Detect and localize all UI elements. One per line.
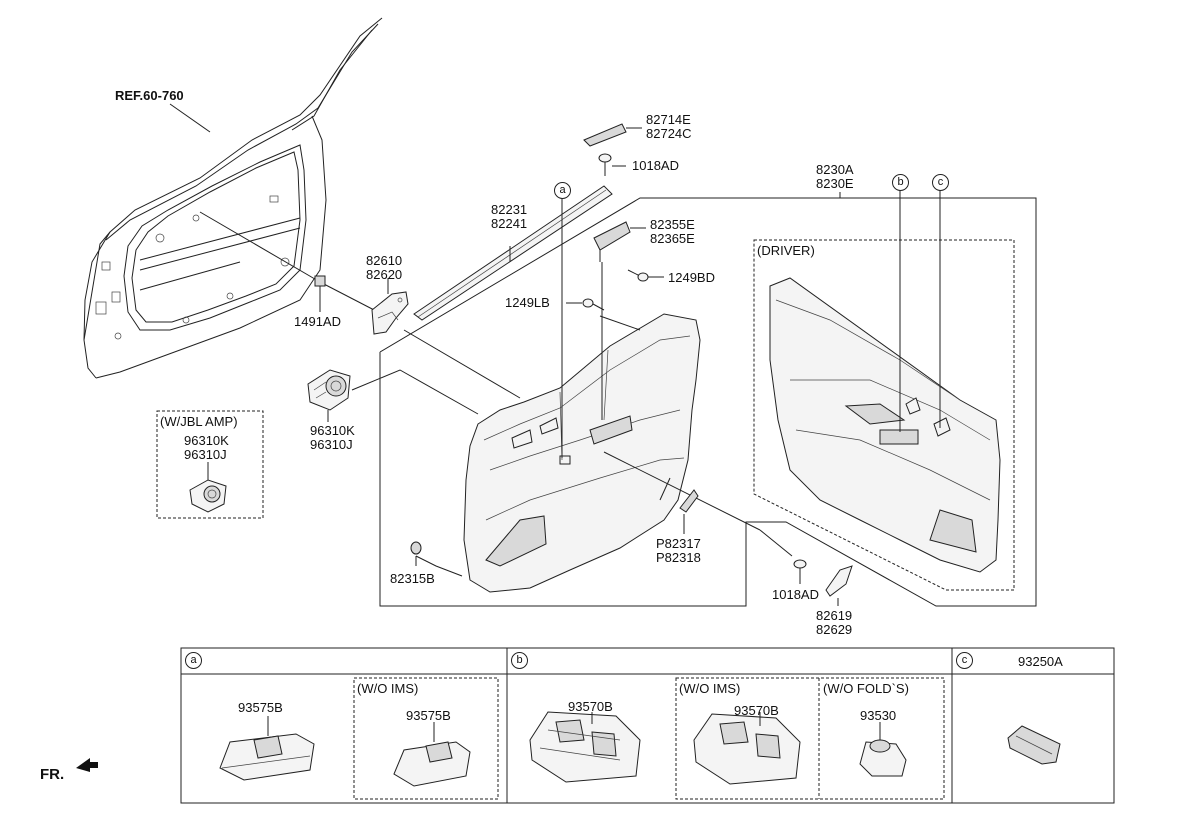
- part-82714e: 82714E: [646, 112, 691, 127]
- driver-label: (DRIVER): [757, 243, 815, 258]
- front-label: FR.: [40, 766, 65, 783]
- switch-93570b-wo-ims-drawing: [693, 712, 801, 785]
- option-table: [180, 647, 1115, 804]
- part-1249lb: 1249LB: [505, 295, 550, 310]
- table-key-a: a: [185, 652, 202, 669]
- callout-a: a: [554, 182, 571, 199]
- callout-c: c: [932, 174, 949, 191]
- inside-handle-82610-drawing: [371, 278, 409, 335]
- table-key-c: c: [956, 652, 973, 669]
- door-trim-driver-drawing: [769, 277, 1001, 573]
- part-p82318: P82318: [656, 550, 701, 565]
- door-frame-drawing: [83, 17, 383, 379]
- part-1491ad: 1491AD: [294, 314, 341, 329]
- part-1018ad-top: 1018AD: [632, 158, 679, 173]
- part-82629: 82629: [816, 622, 853, 637]
- part-1249bd: 1249BD: [668, 270, 715, 285]
- part-82355e: 82355E: [650, 217, 695, 232]
- speaker-96310k-drawing: [307, 369, 479, 422]
- jbl-amp-box: [156, 410, 264, 519]
- front-arrow-icon: [76, 758, 98, 772]
- part-93570b-wo-ims: 93570B: [734, 703, 779, 718]
- part-96310k-jbl: 96310K: [184, 433, 229, 448]
- wo-ims-title-b: (W/O IMS): [679, 681, 741, 696]
- part-1018ad-bottom: 1018AD: [772, 587, 819, 602]
- ref-label: REF.60-760: [115, 88, 184, 103]
- part-8230a: 8230A: [816, 162, 854, 177]
- cover-82714e-drawing: [583, 123, 642, 147]
- screw-1249bd-drawing: [627, 269, 664, 282]
- part-82620: 82620: [366, 267, 403, 282]
- switch-93530-drawing: [859, 722, 907, 777]
- part-96310j-jbl: 96310J: [184, 447, 227, 462]
- part-93575b: 93575B: [238, 700, 283, 715]
- wo-ims-title-a: (W/O IMS): [357, 681, 419, 696]
- callout-b: b: [892, 174, 909, 191]
- part-82241: 82241: [491, 216, 528, 231]
- screw-1249lb-drawing: [566, 298, 605, 311]
- part-82724c: 82724C: [646, 126, 692, 141]
- door-trim-passenger-drawing: [463, 313, 701, 593]
- cover-82619-drawing: [825, 565, 853, 606]
- screw-1018ad-bottom-drawing: [793, 559, 807, 584]
- part-p82317: P82317: [656, 536, 701, 551]
- clip-82315b-drawing: [410, 541, 422, 566]
- part-93570b: 93570B: [568, 699, 613, 714]
- part-93575b-wo-ims: 93575B: [406, 708, 451, 723]
- part-82231: 82231: [491, 202, 528, 217]
- switch-93575b-wo-ims-drawing: [393, 722, 471, 787]
- driver-box: [753, 239, 1015, 591]
- part-96310j: 96310J: [310, 437, 353, 452]
- part-82365e: 82365E: [650, 231, 695, 246]
- part-82610: 82610: [366, 253, 403, 268]
- part-93250a: 93250A: [1018, 654, 1063, 669]
- part-82315b: 82315B: [390, 571, 435, 586]
- pad-p82317-drawing: [679, 489, 699, 534]
- part-82619: 82619: [816, 608, 853, 623]
- wo-folds-title: (W/O FOLD`S): [823, 681, 909, 696]
- speaker-96310k-jbl-drawing: [189, 462, 227, 513]
- part-93530: 93530: [860, 708, 897, 723]
- switch-93575b-drawing: [219, 716, 315, 781]
- clip-1491ad-drawing: [314, 275, 326, 287]
- main-panel-outline: [379, 197, 1037, 607]
- switch-93570b-drawing: [529, 711, 641, 783]
- table-key-b: b: [511, 652, 528, 669]
- screw-1018ad-top-drawing: [598, 153, 626, 176]
- part-8230e: 8230E: [816, 176, 854, 191]
- jbl-amp-title: (W/JBL AMP): [160, 414, 238, 429]
- bracket-82355e-drawing: [593, 221, 646, 262]
- part-96310k: 96310K: [310, 423, 355, 438]
- switch-93250a-drawing: [1007, 725, 1061, 765]
